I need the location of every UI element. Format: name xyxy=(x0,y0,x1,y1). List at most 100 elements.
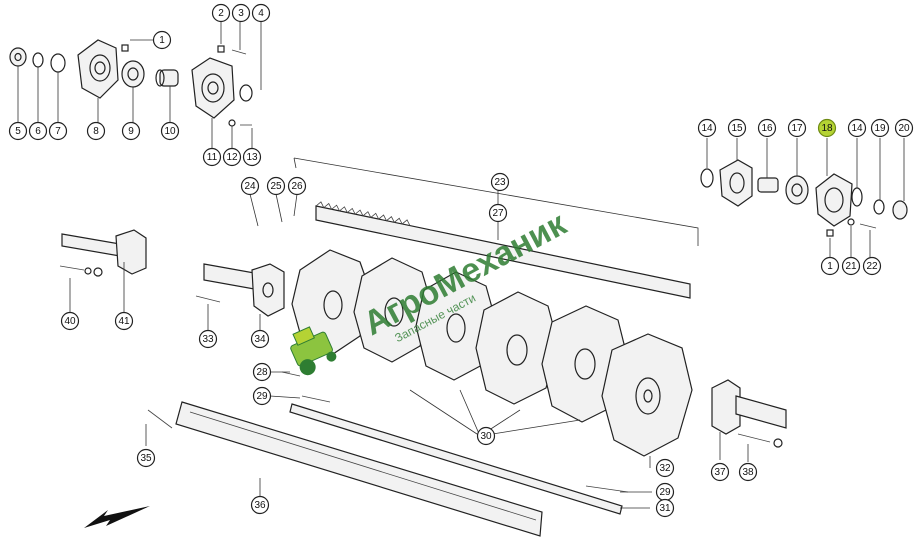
part-bearing-17 xyxy=(785,175,809,205)
callout-19[interactable]: 19 xyxy=(870,118,890,138)
callout-label: 36 xyxy=(254,500,266,511)
part-flange-15 xyxy=(719,159,753,207)
callout-9[interactable]: 9 xyxy=(121,121,141,141)
part-washer-19 xyxy=(873,199,885,215)
callout-label: 38 xyxy=(742,467,754,478)
part-washer-21 xyxy=(847,218,855,226)
callout-33[interactable]: 33 xyxy=(198,329,218,349)
tractor-logo-icon xyxy=(290,326,337,376)
callout-20[interactable]: 20 xyxy=(894,118,914,138)
part-washer-6 xyxy=(32,52,44,68)
callout-25[interactable]: 25 xyxy=(266,176,286,196)
part-bearing-small xyxy=(9,47,27,67)
callout-label: 1 xyxy=(827,261,833,272)
callout-1[interactable]: 1 xyxy=(152,30,172,50)
callout-label: 21 xyxy=(845,261,857,272)
callout-29[interactable]: 29 xyxy=(655,482,675,502)
callout-label: 20 xyxy=(898,123,910,134)
pin-29a xyxy=(301,395,331,403)
callout-label: 11 xyxy=(207,152,218,163)
callout-24[interactable]: 24 xyxy=(240,176,260,196)
callout-26[interactable]: 26 xyxy=(287,176,307,196)
nut-40 xyxy=(93,267,103,277)
callout-27[interactable]: 27 xyxy=(488,203,508,223)
callout-label: 6 xyxy=(35,126,41,137)
callout-10[interactable]: 10 xyxy=(160,121,180,141)
callout-label: 17 xyxy=(791,123,803,134)
callout-7[interactable]: 7 xyxy=(48,121,68,141)
callout-32[interactable]: 32 xyxy=(655,458,675,478)
callout-40[interactable]: 40 xyxy=(60,311,80,331)
shaft-31 xyxy=(289,403,623,515)
bolt-33 xyxy=(195,295,221,303)
callout-21[interactable]: 21 xyxy=(841,256,861,276)
callout-label: 37 xyxy=(714,467,726,478)
bolt-40 xyxy=(59,265,85,271)
callout-36[interactable]: 36 xyxy=(250,495,270,515)
callout-label: 32 xyxy=(659,463,671,474)
callout-22[interactable]: 22 xyxy=(862,256,882,276)
part-ring-4 xyxy=(239,84,253,102)
callout-label: 34 xyxy=(254,334,266,345)
part-washer-12 xyxy=(228,119,236,127)
callout-34[interactable]: 34 xyxy=(250,329,270,349)
callout-11[interactable]: 11 xyxy=(202,147,222,167)
callout-5[interactable]: 5 xyxy=(8,121,28,141)
callout-29[interactable]: 29 xyxy=(252,386,272,406)
trough-36 xyxy=(175,401,543,537)
part-seal-14a xyxy=(700,168,714,188)
callout-2[interactable]: 2 xyxy=(211,3,231,23)
part-nut-2 xyxy=(217,45,225,53)
callout-label: 33 xyxy=(202,334,214,345)
callout-label: 15 xyxy=(731,123,743,134)
callout-label: 14 xyxy=(851,123,863,134)
part-seal-14b xyxy=(851,187,863,207)
callout-label: 31 xyxy=(659,503,671,514)
callout-41[interactable]: 41 xyxy=(114,311,134,331)
callout-14[interactable]: 14 xyxy=(697,118,717,138)
callout-label: 29 xyxy=(256,391,268,402)
callout-label: 23 xyxy=(494,177,506,188)
callout-15[interactable]: 15 xyxy=(727,118,747,138)
callout-35[interactable]: 35 xyxy=(136,448,156,468)
callout-38[interactable]: 38 xyxy=(738,462,758,482)
callout-label: 30 xyxy=(480,431,492,442)
callout-label: 3 xyxy=(238,8,244,19)
washer-40 xyxy=(84,267,92,275)
callout-31[interactable]: 31 xyxy=(655,498,675,518)
callout-1[interactable]: 1 xyxy=(820,256,840,276)
callout-label: 18 xyxy=(821,123,833,134)
callout-12[interactable]: 12 xyxy=(222,147,242,167)
part-flange-8 xyxy=(77,39,119,99)
callout-4[interactable]: 4 xyxy=(251,3,271,23)
callout-8[interactable]: 8 xyxy=(86,121,106,141)
callout-13[interactable]: 13 xyxy=(242,147,262,167)
shaft-41 xyxy=(61,229,147,275)
leader-lines xyxy=(17,22,905,509)
callout-23[interactable]: 23 xyxy=(490,172,510,192)
callout-30[interactable]: 30 xyxy=(476,426,496,446)
part-nut-1-top xyxy=(121,44,129,52)
bolt-35 xyxy=(147,409,173,429)
callout-17[interactable]: 17 xyxy=(787,118,807,138)
callout-label: 2 xyxy=(218,8,224,19)
callout-3[interactable]: 3 xyxy=(231,3,251,23)
callout-label: 5 xyxy=(15,126,21,137)
pin-29b xyxy=(585,485,629,493)
shaft-37 xyxy=(711,379,787,435)
callout-16[interactable]: 16 xyxy=(757,118,777,138)
callout-28[interactable]: 28 xyxy=(252,362,272,382)
callout-14[interactable]: 14 xyxy=(847,118,867,138)
callout-18[interactable]: 18 xyxy=(817,118,837,138)
part-bearing-20 xyxy=(892,200,908,220)
nut-38 xyxy=(773,438,783,448)
callout-label: 8 xyxy=(93,126,99,137)
shaft-34 xyxy=(203,263,285,317)
bolt-38 xyxy=(737,433,771,443)
callout-37[interactable]: 37 xyxy=(710,462,730,482)
part-seal-7 xyxy=(50,53,66,73)
callout-label: 29 xyxy=(659,487,671,498)
callout-label: 13 xyxy=(246,152,258,163)
callout-6[interactable]: 6 xyxy=(28,121,48,141)
